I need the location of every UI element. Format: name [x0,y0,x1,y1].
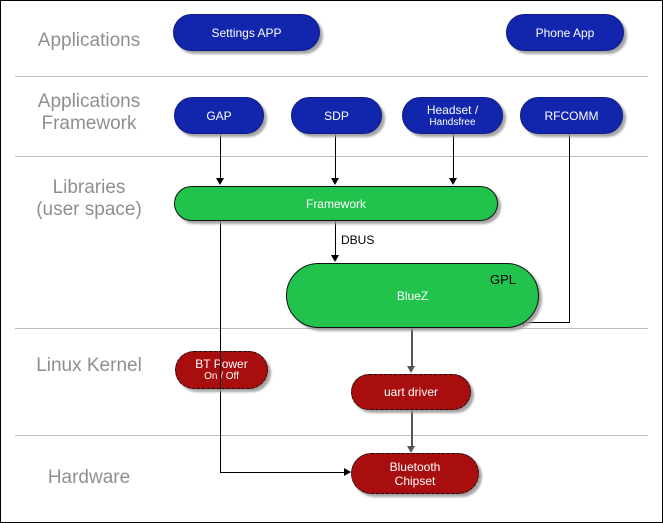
edge-rfcomm-bluez-hline [523,322,570,323]
node-bluez-license-badge: GPL [489,272,516,287]
node-rfcomm[interactable]: RFCOMM [520,97,623,134]
edge-uart-chipset-line [411,410,413,448]
node-headset-handsfree-sublabel: Handsfree [429,116,476,128]
layer-label-libraries: Libraries (user space) [36,177,142,220]
node-bluetooth-chipset[interactable]: Bluetooth Chipset [351,453,479,494]
layer-label-hardware: Hardware [47,467,131,488]
node-settings-app-label: Settings APP [211,25,282,40]
node-phone-app[interactable]: Phone App [506,14,624,51]
node-bluetooth-chipset-sublabel: Chipset [394,473,436,488]
node-uart-driver[interactable]: uart driver [351,374,471,410]
edge-headset-framework-line [453,133,454,179]
node-bluez[interactable]: BlueZ GPL [286,263,539,328]
edge-framework-chipset-arrow [344,468,351,476]
node-rfcomm-label: RFCOMM [544,108,599,123]
layer-label-linux-kernel: Linux Kernel [36,355,142,376]
layer-separator-4 [15,435,648,436]
node-headset-handsfree[interactable]: Headset / Handsfree [402,97,503,134]
layer-separator-3 [15,328,648,329]
node-sdp-label: SDP [324,108,349,123]
node-settings-app[interactable]: Settings APP [173,14,320,51]
edge-label-dbus: DBUS [341,233,375,247]
node-gap-label: GAP [206,108,232,123]
edge-gap-framework-line [220,133,221,179]
node-bt-power-label: BT Power [195,357,248,371]
node-bluetooth-chipset-label: Bluetooth [389,459,441,474]
node-uart-driver-label: uart driver [383,385,439,399]
node-bt-power[interactable]: BT Power On / Off [175,351,268,389]
edge-sdp-framework-line [335,133,336,179]
edge-gap-framework-arrow [216,178,224,185]
node-bt-power-sublabel: On / Off [204,371,239,382]
edge-bluez-uart-arrow [407,366,415,373]
edge-framework-bluez-line [335,220,336,256]
edge-framework-bluez-arrow [331,255,339,262]
node-phone-app-label: Phone App [535,25,595,40]
edge-bluez-uart-line [411,328,413,368]
edge-framework-chipset-hline [220,472,345,473]
edge-uart-chipset-arrow [407,446,415,453]
node-gap[interactable]: GAP [174,97,264,134]
node-framework-label: Framework [305,196,366,211]
node-sdp[interactable]: SDP [291,97,382,134]
layer-separator-2 [15,156,648,157]
node-framework[interactable]: Framework [174,186,498,221]
edge-sdp-framework-arrow [331,178,339,185]
edge-framework-chipset-overlap [220,351,221,389]
layer-separator-1 [15,76,648,77]
edge-headset-framework-arrow [449,178,457,185]
node-bluez-label: BlueZ [396,288,429,303]
edge-framework-chipset-vline [220,220,221,473]
node-headset-handsfree-label: Headset / [426,102,479,117]
layer-label-applications-framework: Applications Framework [37,91,141,134]
layer-label-applications: Applications [37,30,141,51]
edge-rfcomm-bluez-vline [569,133,570,323]
